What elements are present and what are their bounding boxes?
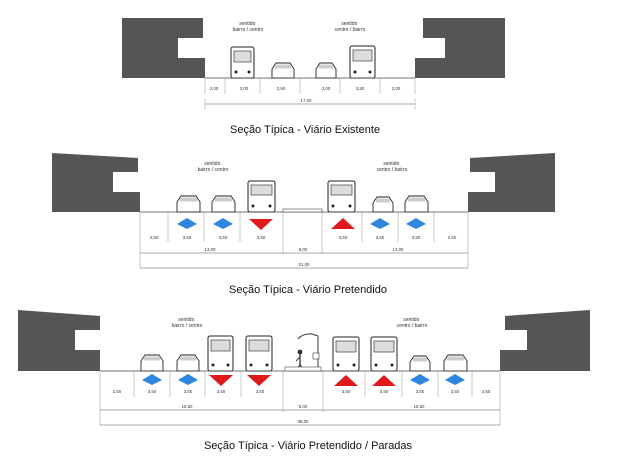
bus-stop-shelter-icon <box>297 333 320 371</box>
section-existente: sentido bairro / centro sentido centro /… <box>122 18 505 136</box>
lane-width-label: 2,50 <box>150 235 159 240</box>
lane-marker-blue <box>406 218 426 229</box>
subtotal-width-label: 13,00 <box>205 247 217 252</box>
lane-marker-red <box>372 375 396 386</box>
section-pretendido: sentido bairro / centro sentido centro /… <box>52 153 555 296</box>
section-caption: Seção Típica - Viário Existente <box>230 124 380 136</box>
bus-icon <box>349 45 376 79</box>
bus-icon <box>332 336 360 372</box>
lane-width-label: 3,50 <box>219 235 228 240</box>
bus-icon <box>327 180 356 213</box>
direction-label-right: sentido centro / bairro <box>377 161 408 173</box>
direction-label-left: sentido bairro / centro <box>233 21 264 33</box>
right-building-block <box>468 153 555 212</box>
car-icon <box>211 195 236 213</box>
lane-width-label: 3,50 <box>380 389 389 394</box>
lane-marker-blue <box>213 218 233 229</box>
right-building-block <box>500 310 590 371</box>
subtotal-width-label: 13,00 <box>393 247 405 252</box>
lane-marker-blue <box>445 374 465 385</box>
car-icon <box>404 195 429 213</box>
bus-icon <box>370 336 398 372</box>
left-building-block <box>52 153 140 212</box>
lane-width-label: 3,50 <box>256 389 265 394</box>
subtotal-width-label: 16,50 <box>182 404 194 409</box>
lane-width-label: 2,50 <box>482 389 491 394</box>
lane-marker-red <box>209 375 233 386</box>
total-width-label: 38,00 <box>298 419 310 424</box>
lane-width-label: 2,00 <box>210 86 219 91</box>
lane-width-label: 3,50 <box>339 235 348 240</box>
direction-label-right: sentido centro / bairro <box>397 317 428 329</box>
lane-width-label: 3,50 <box>277 86 286 91</box>
lane-marker-red <box>249 219 273 230</box>
car-icon <box>315 62 337 79</box>
car-icon <box>176 195 201 213</box>
section-caption: Seção Típica - Viário Pretendido / Parad… <box>204 440 413 452</box>
lane-width-label: 2,50 <box>113 389 122 394</box>
lane-width-label: 3,00 <box>322 86 331 91</box>
lane-width-label: 2,50 <box>448 235 457 240</box>
lane-width-label: 3,50 <box>217 389 226 394</box>
car-icon <box>443 354 468 372</box>
left-building-block <box>18 310 100 371</box>
lane-width-label: 3,50 <box>183 235 192 240</box>
car-icon <box>409 355 431 372</box>
lane-width-label: 2,00 <box>392 86 401 91</box>
total-width-label: 17,00 <box>301 98 313 103</box>
lane-width-label: 5,00 <box>299 404 308 409</box>
bus-stop-platform <box>284 366 322 372</box>
direction-label-right: sentido centro / bairro <box>335 21 366 33</box>
lane-width-label: 3,50 <box>356 86 365 91</box>
bus-icon <box>207 335 234 372</box>
lane-marker-blue <box>370 218 390 229</box>
median <box>282 208 323 213</box>
lane-width-label: 5,00 <box>299 247 308 252</box>
car-icon <box>176 354 200 372</box>
section-caption: Seção Típica - Viário Pretendido <box>229 284 387 296</box>
lane-width-label: 3,00 <box>240 86 249 91</box>
lane-width-label: 3,50 <box>257 235 266 240</box>
bus-icon <box>247 180 276 213</box>
direction-label-left: sentido bairro / centro <box>172 317 203 329</box>
lane-width-label: 3,50 <box>148 389 157 394</box>
lane-width-label: 3,50 <box>184 389 193 394</box>
bus-icon <box>230 46 255 79</box>
lane-width-label: 3,50 <box>342 389 351 394</box>
section-paradas: sentido bairro / centro sentido centro /… <box>18 310 590 452</box>
car-icon <box>271 62 295 79</box>
lane-marker-blue <box>142 374 162 385</box>
lane-marker-red <box>331 218 355 229</box>
lane-marker-blue <box>410 374 430 385</box>
lane-marker-red <box>334 375 358 386</box>
lane-width-label: 3,50 <box>376 235 385 240</box>
lane-marker-blue <box>178 374 198 385</box>
car-icon <box>372 196 394 213</box>
lane-marker-red <box>247 375 271 386</box>
lane-width-label: 3,50 <box>412 235 421 240</box>
right-building-block <box>415 18 505 78</box>
lane-marker-blue <box>177 218 197 229</box>
total-width-label: 31,00 <box>299 262 311 267</box>
lane-width-label: 3,50 <box>451 389 460 394</box>
left-building-block <box>122 18 205 78</box>
subtotal-width-label: 16,50 <box>414 404 426 409</box>
car-icon <box>140 354 164 372</box>
direction-label-left: sentido bairro / centro <box>198 161 229 173</box>
bus-icon <box>245 335 273 372</box>
lane-width-label: 3,50 <box>416 389 425 394</box>
